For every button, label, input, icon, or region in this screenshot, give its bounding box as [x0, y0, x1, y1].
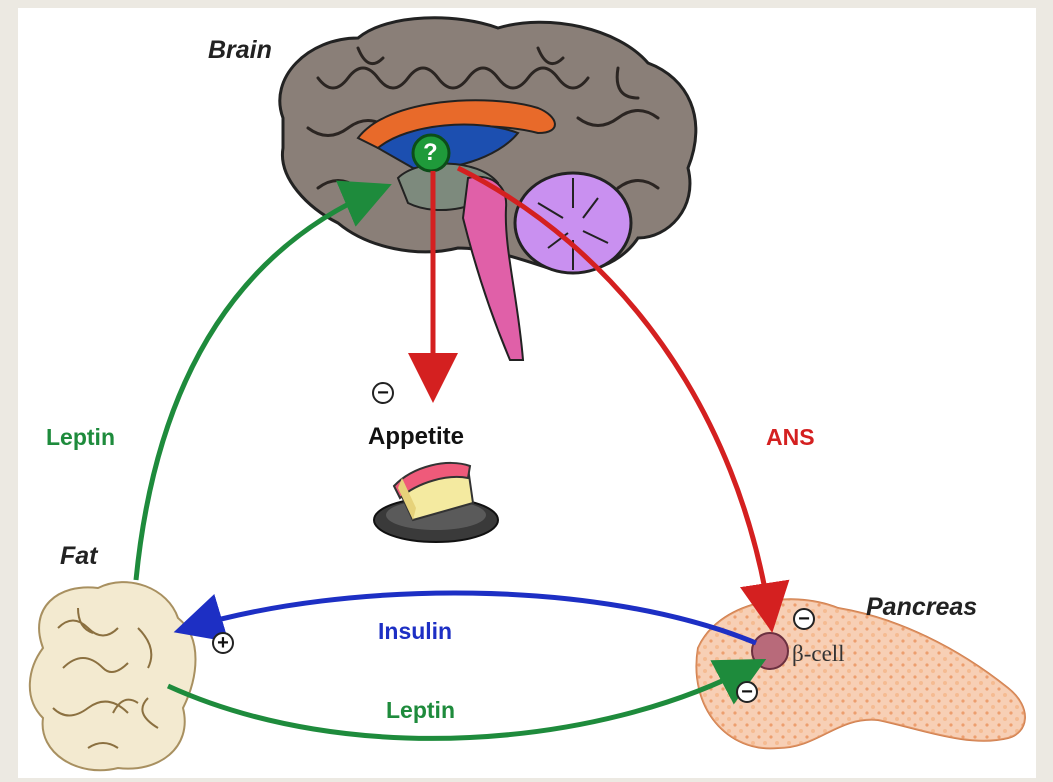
leptin-bottom-label: Leptin — [386, 697, 455, 724]
hypothalamus-question-mark: ? — [423, 139, 438, 167]
leptin-to-pancreas-arrow — [168, 666, 753, 738]
fat-plus-sign: + — [212, 632, 234, 654]
diagram-svg — [18, 8, 1036, 778]
leptin-left-label: Leptin — [46, 424, 115, 451]
insulin-arrow — [188, 593, 756, 643]
brain-label: Brain — [208, 36, 272, 65]
appetite-label: Appetite — [368, 423, 464, 451]
beta-cell-label: β-cell — [792, 641, 845, 667]
pancreas-label: Pancreas — [866, 593, 977, 622]
fat-tissue — [30, 582, 196, 770]
leptin-to-brain-arrow — [136, 190, 378, 580]
diagram-canvas: Brain ? Fat Pancreas β-cell Appetite Lep… — [18, 8, 1036, 778]
appetite-minus-sign: − — [372, 382, 394, 404]
fat-label: Fat — [60, 542, 98, 571]
beta-cell-minus-bottom: − — [736, 681, 758, 703]
arrows — [136, 168, 770, 738]
ans-label: ANS — [766, 424, 815, 451]
fat-illustration — [30, 582, 196, 770]
cake-illustration — [374, 463, 498, 542]
beta-cell-minus-top: − — [793, 608, 815, 630]
beta-cell-node — [752, 633, 788, 669]
insulin-label: Insulin — [378, 618, 452, 645]
